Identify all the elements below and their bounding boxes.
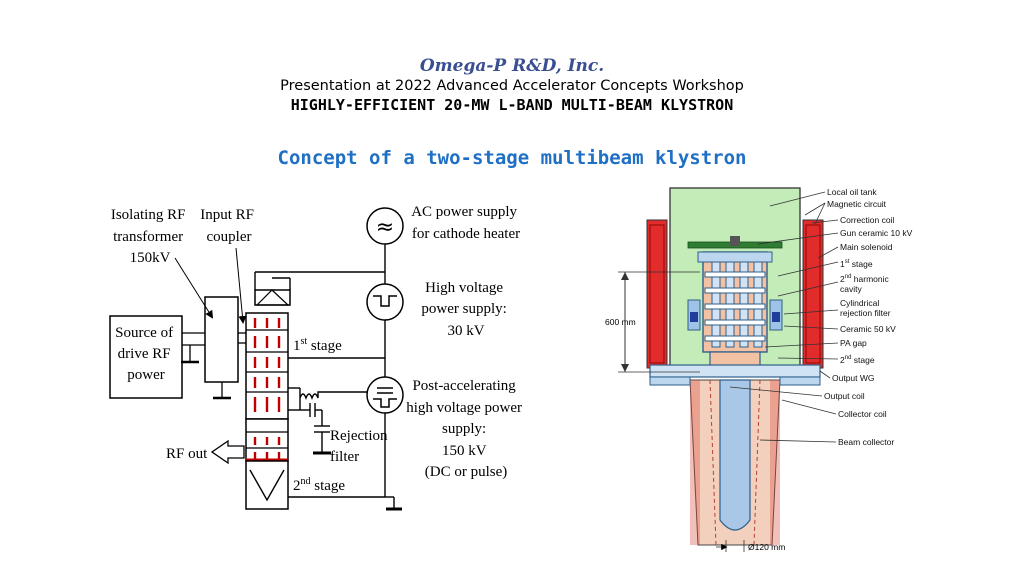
klystron-title: HIGHLY-EFFICIENT 20-MW L-BAND MULTI-BEAM…: [290, 96, 734, 114]
post-supply-label-4: 150 kV: [442, 443, 487, 459]
svg-text:Rejection filter: Rejection filter: [330, 428, 391, 465]
label-1st-stage: 1st stage: [840, 259, 873, 269]
label-ceramic-50kv: Ceramic 50 kV: [840, 324, 896, 334]
input-rf-label-2: coupler: [207, 229, 252, 245]
collector-body: [245, 460, 289, 510]
hv-supply-label-1: High voltage: [425, 280, 503, 296]
klystron-cross-section: 600 mm Ø120 mm Local oil tank: [605, 187, 913, 552]
stage-1-label: 1st stage: [293, 336, 342, 354]
label-cavity: cavity: [840, 284, 862, 294]
post-supply-label-2: high voltage power: [406, 400, 522, 416]
post-supply-label-3: supply:: [442, 421, 486, 437]
stage-2-label: 2nd stage: [293, 476, 345, 494]
source-label-2: drive RF: [118, 346, 171, 362]
ac-supply-label-2: for cathode heater: [412, 226, 520, 242]
input-rf-label-1: Input RF: [200, 207, 254, 223]
hv-supply-label-2: power supply:: [421, 301, 506, 317]
svg-text:AC power supply for cath: AC power supply for cathode heater: [411, 204, 521, 242]
post-supply-label-5: (DC or pulse): [425, 464, 508, 480]
source-box: [109, 315, 183, 399]
svg-text:High voltage power suppl: High voltage power supply: 30 kV: [421, 280, 510, 339]
output-waveguide: [649, 364, 821, 378]
svg-text:Isolating RF transformer: Isolating RF transformer 150kV: [111, 207, 189, 266]
isolating-rf-label-2: transformer: [113, 229, 183, 245]
label-gun-ceramic: Gun ceramic 10 kV: [840, 228, 913, 238]
label-rejection-filter: rejection filter: [840, 308, 891, 318]
source-label-1: Source of: [115, 325, 173, 341]
dimension-height-label: 600 mm: [605, 317, 636, 327]
label-output-wg: Output WG: [832, 373, 875, 383]
slide-title: Concept of a two-stage multibeam klystro…: [277, 147, 747, 169]
ac-symbol-text: ≈: [376, 215, 394, 240]
rf-out-arrow: [210, 439, 245, 465]
presentation-subtitle: Presentation at 2022 Advanced Accelerato…: [280, 78, 744, 94]
company-name: Omega-P R&D, Inc.: [419, 56, 605, 76]
ac-supply-label-1: AC power supply: [411, 204, 517, 220]
rejection-filter-label-2: filter: [330, 449, 359, 465]
rf-out-label: RF out: [166, 446, 208, 462]
label-2nd-harmonic: 2nd harmonic: [840, 274, 889, 284]
label-2nd-stage: 2nd stage: [840, 355, 875, 365]
label-output-coil: Output coil: [824, 391, 865, 401]
isolating-transformer-box: [204, 296, 239, 383]
klystron-schematic: Source of drive RF power Isolating RF tr…: [109, 204, 526, 511]
label-correction-coil: Correction coil: [840, 215, 894, 225]
isolating-rf-label-3: 150kV: [130, 250, 171, 266]
source-label-3: power: [127, 367, 165, 383]
post-supply-label-1: Post-accelerating: [412, 378, 516, 394]
rejection-filter-label-1: Rejection: [330, 428, 388, 444]
label-magnetic-circuit: Magnetic circuit: [827, 199, 887, 209]
hv-supply-symbol: [366, 283, 404, 321]
svg-text:Post-accelerating high v: Post-accelerating high voltage power sup…: [406, 378, 526, 480]
svg-text:Source of drive RF: Source of drive RF power: [115, 325, 177, 383]
dimension-diameter-label: Ø120 mm: [748, 542, 785, 552]
label-beam-collector: Beam collector: [838, 437, 894, 447]
svg-text:Input RF coupler: Input RF coupler: [200, 207, 258, 245]
hv-supply-label-3: 30 kV: [447, 323, 484, 339]
label-collector-coil: Collector coil: [838, 409, 887, 419]
isolating-rf-label-1: Isolating RF: [111, 207, 186, 223]
label-pa-gap: PA gap: [840, 338, 867, 348]
label-main-solenoid: Main solenoid: [840, 242, 893, 252]
label-cylindrical: Cylindrical: [840, 298, 879, 308]
label-local-oil-tank: Local oil tank: [827, 187, 877, 197]
